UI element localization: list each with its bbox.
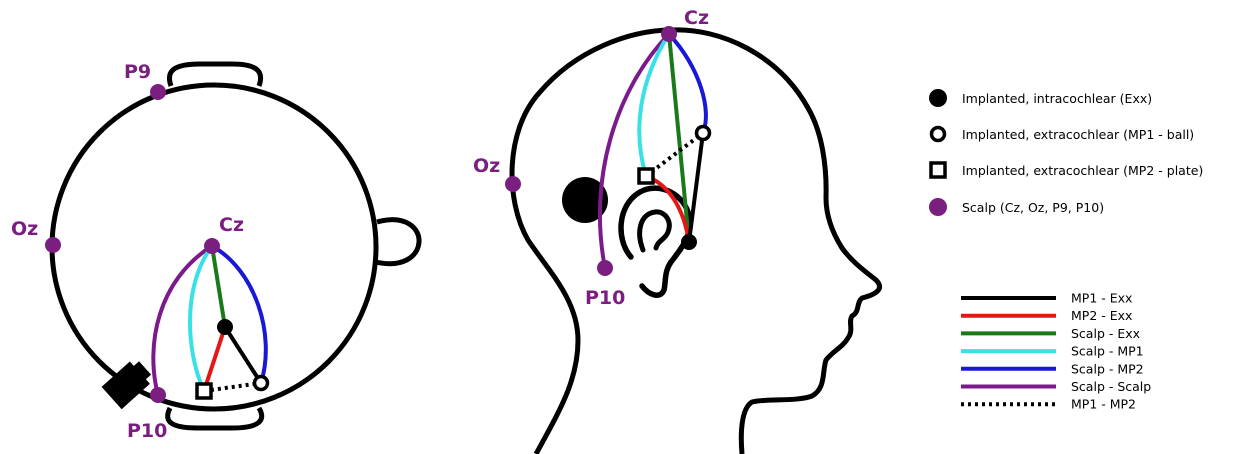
implant-receiver-icon [102, 357, 156, 409]
top-electrode-oz [45, 237, 61, 253]
marker-legend: Implanted, intracochlear (Exx) Implanted… [929, 89, 1203, 216]
legend-line-label: MP1 - Exx [1071, 291, 1132, 306]
side-electrode-exx [681, 234, 697, 250]
top-view-leads [153, 246, 265, 395]
side-label-p10: P10 [585, 287, 625, 309]
top-label-cz: Cz [219, 214, 244, 236]
side-electrode-mp1 [697, 127, 710, 140]
top-label-p9: P9 [124, 61, 151, 83]
side-lead-scalp-mp1 [639, 34, 669, 176]
side-label-oz: Oz [473, 155, 500, 177]
legend-open-circle-icon [932, 128, 945, 141]
legend-line-label: Scalp - Exx [1071, 326, 1140, 341]
legend-line-label: Scalp - MP2 [1071, 361, 1144, 376]
legend-filled-circle-icon [929, 89, 947, 107]
top-electrode-p10 [150, 387, 166, 403]
legend-line-label: Scalp - MP1 [1071, 344, 1144, 359]
side-electrode-p10 [597, 260, 613, 276]
top-view-head [52, 64, 419, 428]
top-lead-scalp-exx [212, 246, 225, 327]
legend-line-label: Scalp - Scalp [1071, 379, 1151, 394]
side-electrode-oz [505, 176, 521, 192]
top-label-p10: P10 [127, 420, 167, 442]
top-electrode-mp2 [197, 384, 211, 398]
top-electrode-cz [204, 238, 220, 254]
top-electrode-p9 [150, 84, 166, 100]
top-lead-mp2-exx [204, 327, 225, 391]
side-ear-icon [621, 188, 690, 295]
side-lead-mp1-exx [689, 133, 703, 242]
top-lead-scalp-mp1 [190, 246, 212, 391]
top-nose [376, 220, 419, 264]
top-view-electrodes [45, 84, 268, 403]
legend-open-square-icon [931, 163, 945, 177]
top-electrode-mp1 [255, 377, 268, 390]
legend-line-label: MP2 - Exx [1071, 308, 1132, 323]
side-lead-scalp-scalp [600, 34, 669, 268]
top-label-oz: Oz [11, 218, 38, 240]
side-view-leads [600, 34, 706, 268]
legend-purple-circle-icon [929, 198, 947, 216]
legend-marker-label: Scalp (Cz, Oz, P9, P10) [962, 200, 1104, 215]
side-ear-inner [640, 212, 670, 250]
side-electrode-cz [661, 26, 677, 42]
top-lead-scalp-scalp [153, 246, 212, 395]
legend-marker-label: Implanted, extracochlear (MP2 - plate) [962, 163, 1203, 178]
top-lead-mp1-exx [225, 327, 261, 383]
top-electrode-exx [217, 319, 233, 335]
top-lead-scalp-mp2 [212, 246, 266, 383]
legend-marker-label: Implanted, extracochlear (MP1 - ball) [962, 127, 1194, 142]
legend-line-label: MP1 - MP2 [1071, 397, 1136, 412]
legend-marker-label: Implanted, intracochlear (Exx) [962, 91, 1152, 106]
side-label-cz: Cz [684, 7, 709, 29]
side-electrode-mp2 [639, 169, 653, 183]
